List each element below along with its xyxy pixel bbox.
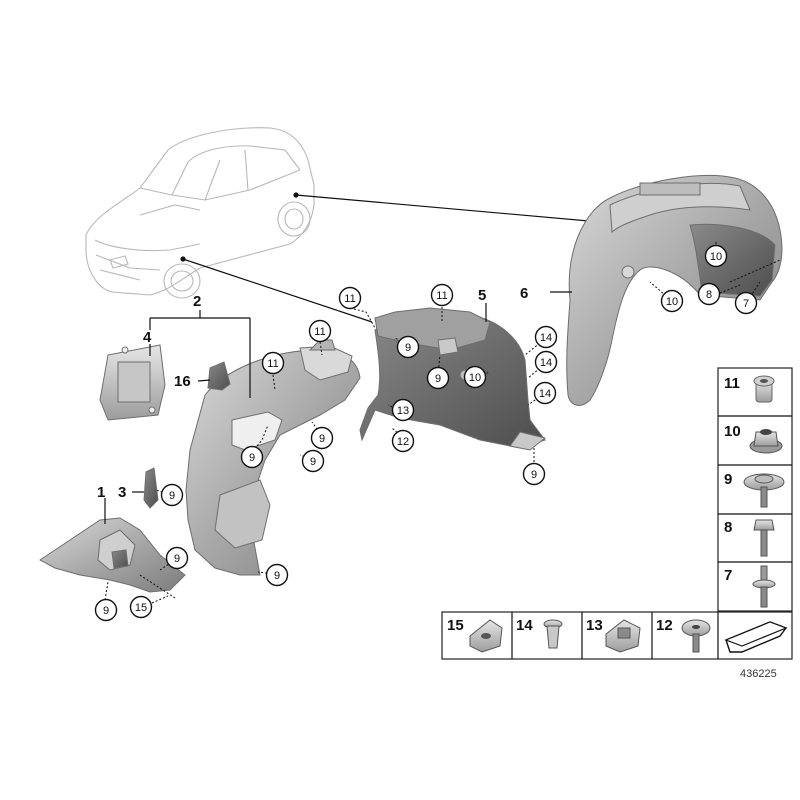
thin-bracket bbox=[143, 467, 159, 509]
legend-label-7: 7 bbox=[724, 567, 732, 584]
part-label-5: 5 bbox=[478, 287, 486, 304]
stud-screw-icon bbox=[752, 565, 776, 608]
clip-bracket-icon bbox=[605, 619, 641, 653]
svg-text:14: 14 bbox=[540, 357, 552, 369]
callout-11-c: 11 bbox=[261, 351, 285, 375]
front-wheel-arch-liner bbox=[185, 339, 361, 576]
mounting-clip bbox=[207, 361, 231, 391]
part-label-4: 4 bbox=[143, 329, 152, 346]
callout-12: 12 bbox=[391, 429, 415, 453]
svg-text:9: 9 bbox=[174, 553, 180, 565]
callout-9-f: 9 bbox=[160, 483, 184, 507]
callout-9-c: 9 bbox=[310, 426, 334, 450]
legend-label-12: 12 bbox=[656, 617, 673, 634]
svg-text:12: 12 bbox=[397, 436, 409, 448]
car-outline bbox=[85, 127, 315, 299]
legend-label-11: 11 bbox=[724, 375, 740, 392]
callout-14-c: 14 bbox=[533, 381, 557, 405]
callout-9-h: 9 bbox=[265, 563, 289, 587]
washer-screw-icon bbox=[743, 473, 785, 508]
svg-text:9: 9 bbox=[169, 490, 175, 502]
legend-label-15: 15 bbox=[447, 617, 464, 634]
svg-text:14: 14 bbox=[539, 388, 551, 400]
svg-text:11: 11 bbox=[314, 326, 325, 338]
callout-9-j: 9 bbox=[522, 462, 546, 486]
callout-8: 8 bbox=[697, 282, 721, 306]
callout-10-b: 10 bbox=[704, 244, 728, 268]
torx-screw-icon bbox=[681, 619, 711, 653]
diagram-reference-number: 436225 bbox=[740, 668, 777, 680]
svg-text:7: 7 bbox=[743, 298, 749, 310]
callout-14-b: 14 bbox=[534, 350, 558, 374]
svg-text:9: 9 bbox=[310, 456, 316, 468]
svg-text:9: 9 bbox=[405, 342, 411, 354]
svg-text:14: 14 bbox=[540, 332, 552, 344]
rear-wheel-leader-line bbox=[295, 194, 601, 223]
part-label-3: 3 bbox=[118, 484, 126, 501]
legend-label-14: 14 bbox=[516, 617, 533, 634]
spring-nut-icon bbox=[469, 619, 503, 653]
svg-text:9: 9 bbox=[249, 452, 255, 464]
callout-10-a: 10 bbox=[463, 365, 487, 389]
svg-text:11: 11 bbox=[344, 293, 355, 305]
front-wheel-leader-line bbox=[182, 258, 373, 323]
callout-15: 15 bbox=[129, 595, 153, 619]
clip-nut-icon bbox=[753, 375, 775, 403]
callout-14-a: 14 bbox=[534, 325, 558, 349]
callout-9-e: 9 bbox=[301, 449, 325, 473]
callout-9-g: 9 bbox=[165, 546, 189, 570]
hex-screw-icon bbox=[753, 519, 775, 557]
rear-wheel-arch-liner bbox=[566, 175, 783, 406]
part-label-16: 16 bbox=[174, 373, 191, 390]
direction-arrow-icon bbox=[724, 621, 788, 653]
callout-9-a: 9 bbox=[396, 335, 420, 359]
part-label-2: 2 bbox=[193, 293, 201, 310]
svg-text:11: 11 bbox=[267, 358, 278, 370]
legend-label-10: 10 bbox=[724, 423, 741, 440]
legend-label-8: 8 bbox=[724, 519, 732, 536]
part-label-6: 6 bbox=[520, 285, 528, 302]
callout-7: 7 bbox=[734, 291, 758, 315]
svg-text:13: 13 bbox=[397, 405, 409, 417]
svg-text:10: 10 bbox=[469, 372, 481, 384]
fastener-legend-right: 11 10 9 8 7 bbox=[717, 367, 793, 612]
callout-9-i: 9 bbox=[94, 598, 118, 622]
bracket-plate bbox=[99, 344, 166, 421]
svg-text:10: 10 bbox=[666, 296, 678, 308]
callout-11-d: 11 bbox=[430, 283, 454, 307]
svg-text:11: 11 bbox=[436, 290, 447, 302]
callout-11-b: 11 bbox=[308, 319, 332, 343]
svg-text:9: 9 bbox=[531, 469, 537, 481]
svg-text:9: 9 bbox=[274, 570, 280, 582]
callout-11-a: 11 bbox=[338, 286, 362, 310]
svg-text:15: 15 bbox=[135, 602, 147, 614]
svg-text:9: 9 bbox=[103, 605, 109, 617]
svg-text:9: 9 bbox=[435, 373, 441, 385]
expanding-rivet-icon bbox=[543, 619, 563, 649]
flange-nut-icon bbox=[749, 429, 783, 454]
legend-label-13: 13 bbox=[586, 617, 603, 634]
callout-13: 13 bbox=[391, 398, 415, 422]
callout-9-d: 9 bbox=[240, 445, 264, 469]
svg-text:10: 10 bbox=[710, 251, 722, 263]
svg-text:8: 8 bbox=[706, 289, 712, 301]
lower-cover bbox=[39, 517, 186, 593]
svg-text:9: 9 bbox=[319, 433, 325, 445]
fastener-legend-bottom: 15 14 13 12 bbox=[441, 611, 793, 660]
front-inner-liner bbox=[359, 307, 547, 451]
callout-10-c: 10 bbox=[660, 289, 684, 313]
part-label-1: 1 bbox=[97, 484, 105, 501]
callout-9-b: 9 bbox=[426, 366, 450, 390]
legend-label-9: 9 bbox=[724, 471, 732, 488]
